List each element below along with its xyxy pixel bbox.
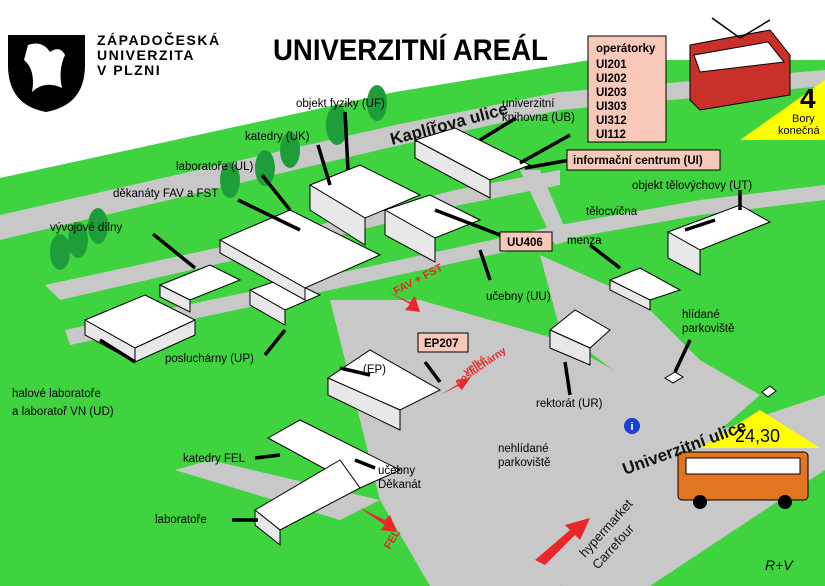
svg-text:UU406: UU406 [507,237,543,249]
pointer-arrows [99,111,742,522]
tree-4 [220,162,240,198]
tree-5 [255,150,275,186]
building-labels: objekt fyziky (UF) univerzitní knihovna … [12,98,752,526]
arrow-fel [360,508,397,532]
arrow-hypermarket [535,518,590,565]
tree-8 [367,85,387,121]
room-item: UI303 [596,101,627,113]
room-box-uu406: UU406 [499,231,553,252]
tree-1 [50,234,70,270]
svg-text:i: i [630,421,633,433]
tree-6 [280,132,300,168]
tree-3 [88,208,108,244]
label-hlidane-1: hlídané [682,309,720,321]
label-dekanaty: děkanáty FAV a FST [113,188,218,200]
info-centre-box: informační centrum (UI) [566,149,721,171]
label-nehlidane-1: nehlídané [498,443,549,455]
label-nehlidane-2: parkoviště [498,457,550,469]
label-telocvicna: tělocvična [586,206,638,218]
label-uf: objekt fyziky (UF) [296,98,385,110]
logo-line-3: V PLZNI [97,62,161,78]
buildings [83,127,777,547]
label-ucebny-2: Děkanát [378,479,422,491]
label-ud-1: halové laboratoře [12,388,101,400]
logo-line-1: ZÁPADOČESKÁ [97,31,221,48]
label-hlidane-2: parkoviště [682,323,734,335]
label-up: posluchárny (UP) [165,353,254,365]
bus-line-sign [700,410,820,448]
trees [50,85,387,270]
label-ub-2: knihovna (UB) [502,112,575,124]
info-icon: i [624,418,640,434]
label-dilny: vývojové dílny [50,222,122,234]
logo-text: ZÁPADOČESKÁ UNIVERZITA V PLZNI [97,31,221,78]
room-item: UI312 [596,115,627,127]
room-item: UI201 [596,59,627,71]
label-ud-2: a laboratoř VN (UD) [12,406,114,418]
author-signature: R+V [765,557,794,573]
tram-stop-line-2: konečná [778,125,820,137]
label-ul: laboratoře (UL) [176,161,254,173]
bus-line-numbers: 24,30 [735,426,780,446]
label-ucebny-1: učebny [378,465,415,477]
label-uk: katedry (UK) [245,131,310,143]
label-ur: rektorát (UR) [536,398,603,410]
tram-stop-line-1: Bory [792,113,815,125]
tree-7 [326,105,348,145]
tram-stop-sign [740,80,825,140]
svg-text:EP207: EP207 [424,338,459,350]
tram-line-number: 4 [800,83,816,114]
label-uu: učebny (UU) [486,291,551,303]
label-ut: objekt tělovýchovy (UT) [632,180,752,192]
tram-icon [689,17,791,111]
tree-2 [68,222,88,258]
room-box-ep207: EP207 [417,332,469,353]
arrow-fav-fst [388,292,420,312]
label-laboratore: laboratoře [155,514,207,526]
arrow-velke-posluchary [440,378,470,395]
logo-emblem [8,35,85,112]
page-title: UNIVERZITNÍ AREÁL [273,32,548,67]
room-item: UI202 [596,73,627,85]
label-ep: (EP) [363,364,386,376]
room-item: UI112 [596,129,626,141]
logo-line-2: UNIVERZITA [97,47,195,63]
operators-heading: operátorky [596,43,656,55]
label-menza: menza [567,235,602,247]
bus-icon [677,451,809,509]
svg-text:informační centrum (UI): informační centrum (UI) [573,155,703,167]
operators-box: operátorky UI201 UI202 UI203 UI303 UI312… [587,35,667,143]
room-item: UI203 [596,87,627,99]
label-katedry-fel: katedry FEL [183,453,246,465]
direction-arrows [360,292,590,565]
label-ub-1: univerzitní [502,98,555,110]
